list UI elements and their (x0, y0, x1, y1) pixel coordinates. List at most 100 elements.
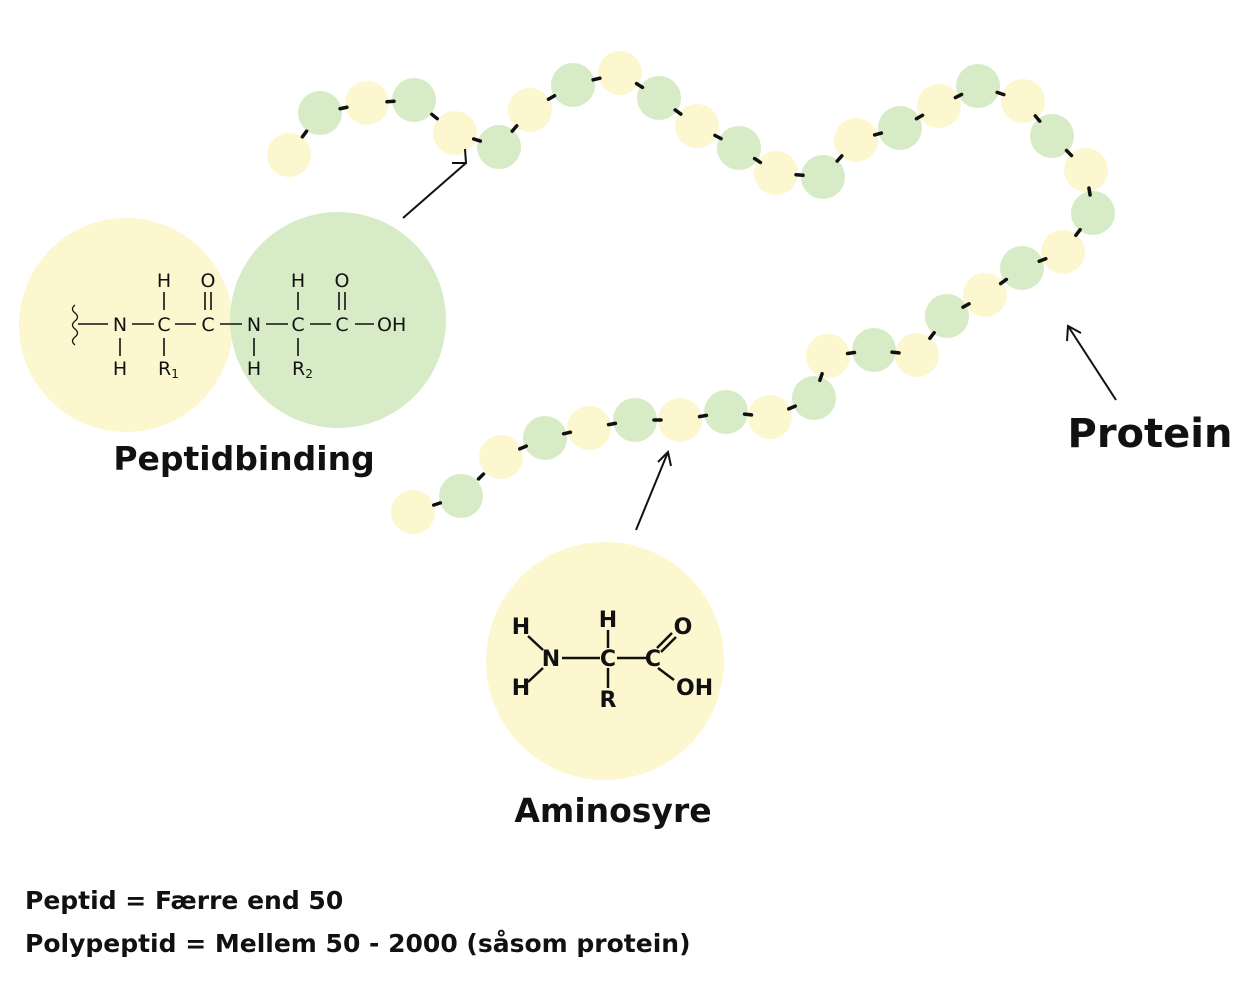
amino-acid-bead (754, 151, 798, 195)
arrow-to-protein (1066, 324, 1117, 401)
peptide-bond-mark (338, 105, 349, 111)
peptide-bond-mark (673, 108, 683, 116)
amino-acid-bead (392, 78, 436, 122)
peptide-bond-mark (998, 277, 1009, 286)
amino-acid-bead (878, 106, 922, 150)
peptide-n2: N (247, 314, 261, 336)
amino-h-1: H (512, 615, 530, 640)
peptide-bond-mark (518, 444, 528, 451)
peptide-h-top-1: H (157, 270, 171, 292)
arrow-to-amino-acid (635, 449, 672, 531)
amino-acid-bead (748, 395, 792, 439)
peptide-o-top-2: O (335, 270, 350, 292)
amino-acid-bead (658, 398, 702, 442)
peptide-bond-mark (476, 472, 486, 481)
amino-acid-bead (1001, 79, 1045, 123)
peptide-bond-mark (818, 371, 824, 383)
peptide-bond-mark (1087, 186, 1092, 197)
peptide-bond-mark (1074, 227, 1082, 238)
peptide-h-bottom-2: H (247, 358, 261, 380)
peptide-c3: C (291, 314, 304, 336)
peptide-bond-mark (713, 133, 723, 141)
amino-acid-bead (806, 334, 850, 378)
peptide-r1: R1 (158, 358, 179, 381)
peptide-bond-mark (928, 330, 936, 341)
amino-acid-bead (567, 406, 611, 450)
peptide-oh: OH (377, 314, 406, 336)
amino-acid-bead (1041, 230, 1085, 274)
peptide-bond-mark (953, 92, 964, 100)
amino-acid-bead (479, 435, 523, 479)
amino-acid-bead (391, 490, 435, 534)
amino-acid-bead (852, 328, 896, 372)
amino-acid-bead (551, 63, 595, 107)
amino-c-alpha: C (600, 647, 616, 672)
amino-acid-bead (963, 273, 1007, 317)
peptide-h-bottom-1: H (113, 358, 127, 380)
peptide-c2: C (201, 314, 214, 336)
amino-acid-bead (801, 155, 845, 199)
amino-acid-bead (523, 416, 567, 460)
amino-acid-bead (917, 84, 961, 128)
amino-acid-bead (345, 81, 389, 125)
peptide-bond-illustration: N C C N C C OH H O H O H R1 H R2 (19, 212, 446, 432)
peptide-bond-mark (787, 404, 797, 411)
amino-acid-bead (895, 333, 939, 377)
amino-acid-bead (477, 125, 521, 169)
amino-acid-illustration: H H N C C H R O OH (486, 542, 724, 780)
peptide-bond-mark (1064, 148, 1074, 158)
footer-polypeptide-definition: Polypeptid = Mellem 50 - 2000 (såsom pro… (25, 929, 691, 958)
peptide-bond-mark (914, 113, 925, 121)
amino-o: O (674, 615, 693, 640)
amino-acid-bead (704, 390, 748, 434)
peptide-bond-mark (835, 154, 844, 163)
amino-oh: OH (676, 676, 713, 701)
amino-acid-bead (613, 398, 657, 442)
amino-acid-bead (267, 133, 311, 177)
peptide-c1: C (157, 314, 170, 336)
peptide-bond-mark (752, 156, 763, 165)
amino-acid-bead (675, 104, 719, 148)
amino-acid-bead (298, 91, 342, 135)
amino-acid-bead (1071, 191, 1115, 235)
peptide-o-top-1: O (201, 270, 216, 292)
chain-continuation-squiggle (71, 304, 79, 346)
peptide-bond-mark (697, 413, 709, 419)
amino-acid-circle-1 (19, 218, 233, 432)
amino-acid-bead (834, 118, 878, 162)
amino-acid-bead (508, 88, 552, 132)
peptide-bond-mark (794, 172, 805, 178)
amino-acid-bead (1064, 148, 1108, 192)
amino-acid-bead (792, 376, 836, 420)
amino-acid-bead (717, 126, 761, 170)
peptide-bond-mark (471, 137, 483, 143)
peptide-bonds (78, 292, 374, 356)
peptide-n1: N (113, 314, 127, 336)
amino-h-2: H (512, 676, 530, 701)
peptide-bond-mark (561, 430, 573, 436)
peptide-bond-mark (961, 302, 971, 309)
amino-r: R (600, 688, 617, 713)
peptide-bond-mark (742, 412, 754, 417)
peptide-bond-mark (872, 131, 884, 137)
peptide-bond-label: Peptidbinding (113, 439, 374, 478)
peptide-c4: C (335, 314, 348, 336)
amino-acid-circle (486, 542, 724, 780)
footer-peptide-definition: Peptid = Færre end 50 (25, 886, 344, 915)
peptide-bond-mark (1033, 114, 1042, 123)
peptide-bond-mark (431, 501, 443, 507)
amino-n: N (542, 647, 560, 672)
amino-acid-label: Aminosyre (514, 791, 711, 830)
peptide-bond-mark (300, 129, 309, 139)
peptide-bond-mark (430, 112, 439, 121)
amino-acid-bead (1030, 114, 1074, 158)
amino-c-carboxyl: C (645, 647, 661, 672)
arrow-to-peptide-bond (402, 148, 468, 219)
peptide-bond-mark (606, 421, 618, 427)
amino-acid-bead (433, 111, 477, 155)
peptide-bond-mark (634, 81, 645, 90)
amino-acid-bead (439, 474, 483, 518)
peptide-bond-mark (1037, 256, 1048, 264)
peptide-bond-mark (995, 90, 1006, 97)
